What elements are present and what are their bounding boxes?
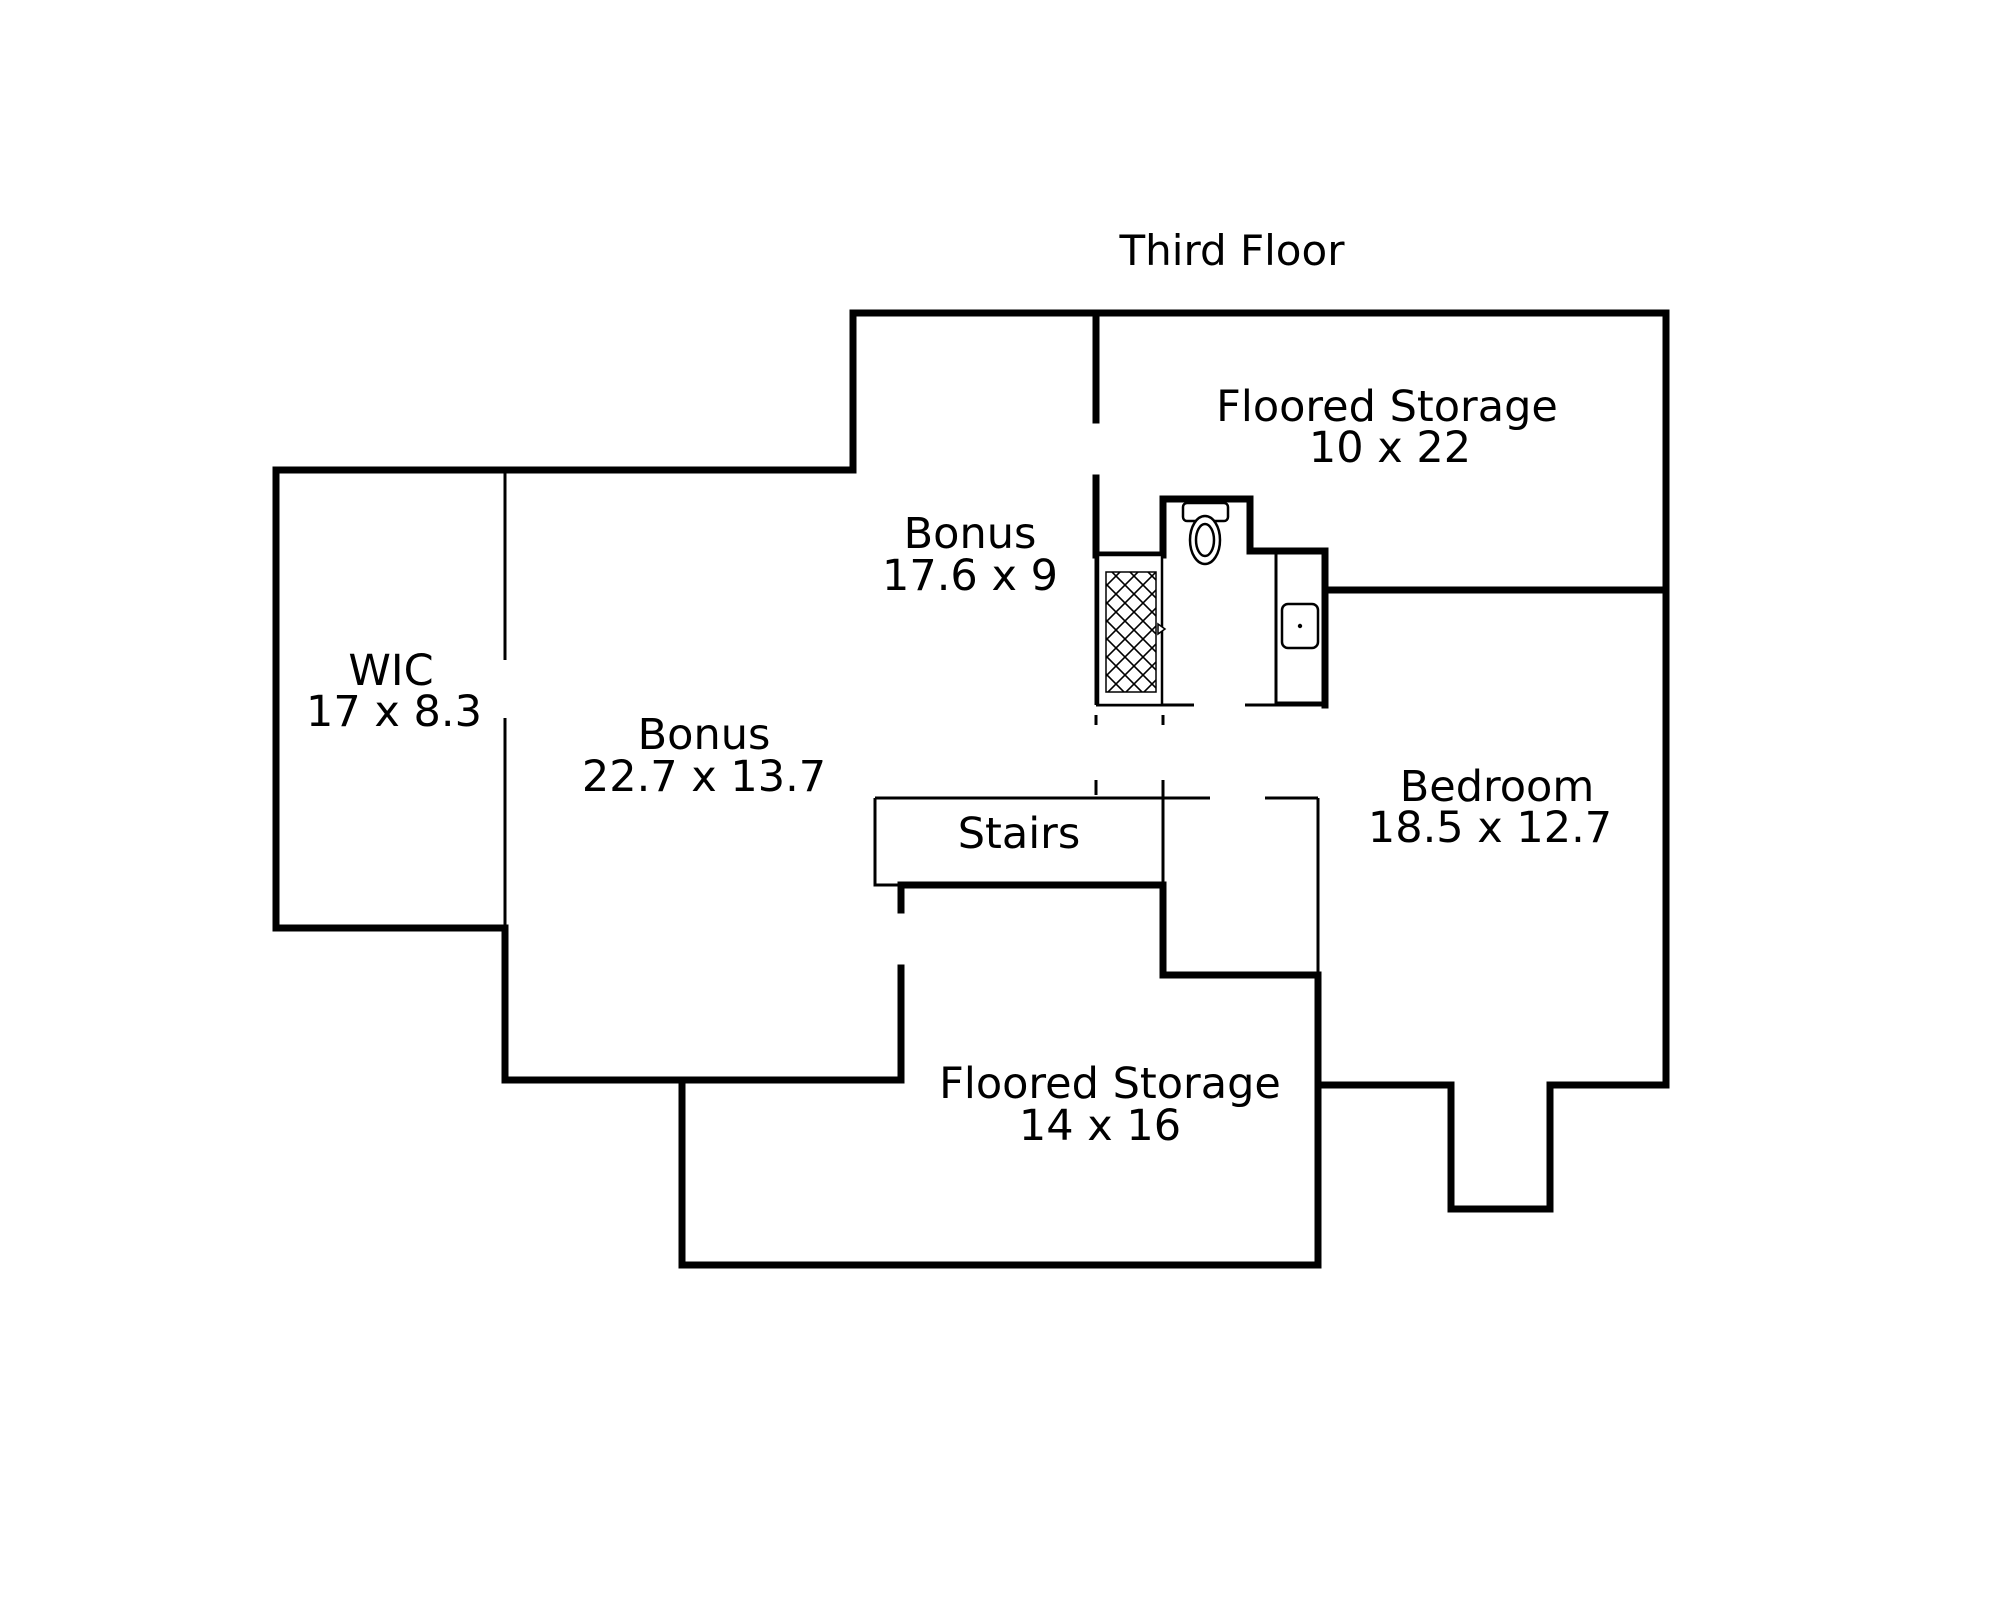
vanity bbox=[1274, 551, 1325, 705]
room-size: 17.6 x 9 bbox=[882, 551, 1058, 601]
room-floored-storage-top: Floored Storage 10 x 22 bbox=[1216, 382, 1558, 473]
room-name: WIC bbox=[348, 646, 433, 696]
room-name: Bonus bbox=[638, 710, 771, 760]
room-bonus-large: Bonus 22.7 x 13.7 bbox=[582, 710, 826, 802]
exterior-walls bbox=[272, 309, 1670, 1269]
room-name: Bedroom bbox=[1400, 762, 1595, 812]
room-size: 22.7 x 13.7 bbox=[582, 752, 826, 802]
room-size: 14 x 16 bbox=[1019, 1101, 1181, 1151]
room-floored-storage-bottom: Floored Storage 14 x 16 bbox=[939, 1059, 1281, 1151]
room-wic: WIC 17 x 8.3 bbox=[306, 646, 482, 737]
toilet-icon bbox=[1181, 501, 1230, 566]
room-size: 17 x 8.3 bbox=[306, 687, 482, 737]
room-bonus-small: Bonus 17.6 x 9 bbox=[882, 509, 1058, 601]
room-bedroom: Bedroom 18.5 x 12.7 bbox=[1368, 762, 1612, 853]
room-size: 18.5 x 12.7 bbox=[1368, 803, 1612, 853]
room-name: Floored Storage bbox=[939, 1059, 1281, 1109]
shower bbox=[1096, 553, 1167, 707]
plan-title: Third Floor bbox=[1119, 226, 1346, 275]
room-name: Floored Storage bbox=[1216, 382, 1558, 432]
room-name: Stairs bbox=[958, 809, 1081, 859]
room-stairs: Stairs bbox=[958, 809, 1081, 859]
room-size: 10 x 22 bbox=[1309, 423, 1471, 473]
room-name: Bonus bbox=[904, 509, 1037, 559]
shower-valve-icon bbox=[1157, 622, 1167, 636]
